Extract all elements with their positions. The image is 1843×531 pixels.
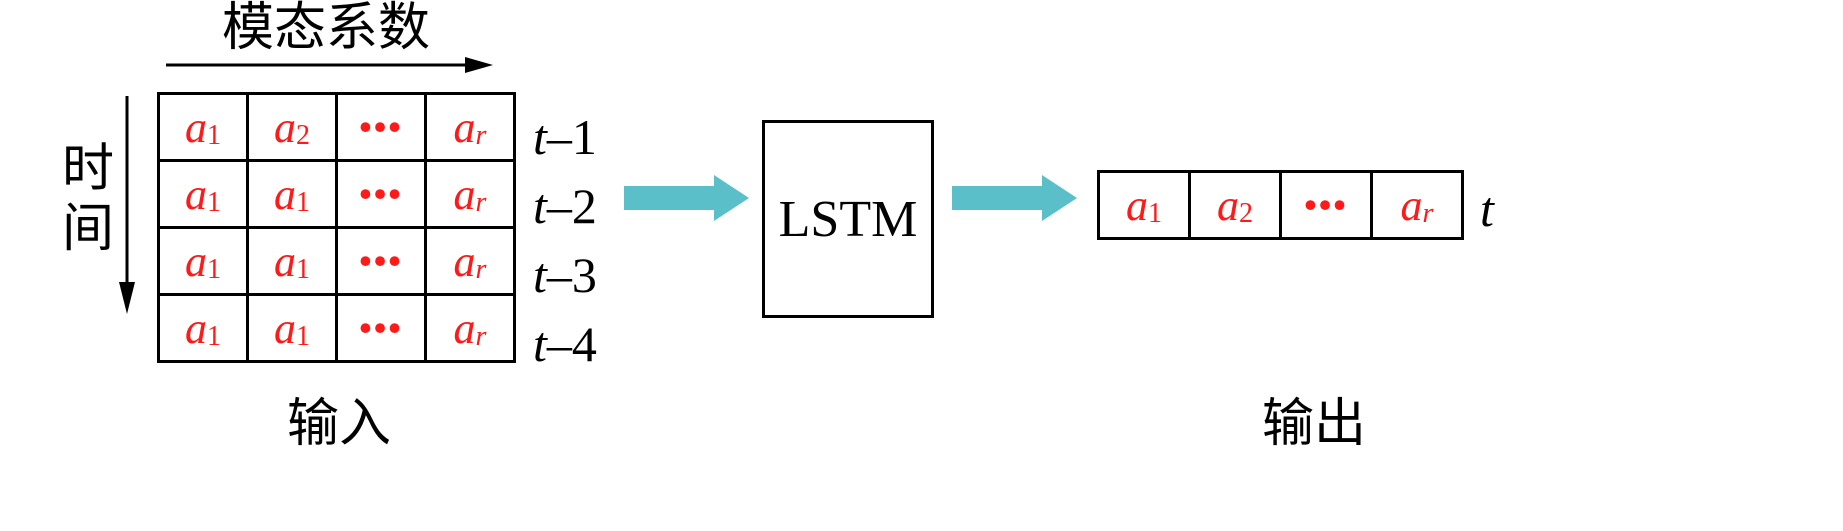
- vertical-axis-arrow: [119, 96, 135, 314]
- coefficient-cell: a2: [246, 92, 338, 162]
- coefficient-cell: ar: [424, 293, 516, 363]
- coefficient-cell: a1: [246, 293, 338, 363]
- coefficient-cell: a1: [157, 92, 249, 162]
- coefficient-cell: a1: [246, 159, 338, 229]
- coefficient-cell: a1: [1097, 170, 1191, 240]
- coefficient-cell: a1: [157, 159, 249, 229]
- ellipsis-cell: •••: [335, 293, 427, 363]
- coefficient-cell: a1: [246, 226, 338, 296]
- lstm-label: LSTM: [778, 190, 918, 248]
- time-step-label: t–3: [533, 247, 597, 303]
- coefficient-cell: ar: [424, 226, 516, 296]
- input-label: 输入: [287, 394, 392, 454]
- time-label-char-1: 时: [61, 139, 114, 199]
- input-to-lstm-arrow: [624, 175, 749, 221]
- time-step-label: t–1: [533, 109, 597, 165]
- coefficient-cell: a2: [1188, 170, 1282, 240]
- time-label-char-2: 间: [61, 198, 114, 259]
- coefficient-cell: ar: [424, 92, 516, 162]
- time-step-label: t–4: [533, 316, 597, 372]
- ellipsis-cell: •••: [335, 159, 427, 229]
- lstm-to-output-arrow: [952, 175, 1077, 221]
- ellipsis-cell: •••: [1279, 170, 1373, 240]
- time-label: 时 间: [58, 139, 118, 260]
- coefficient-cell: a1: [157, 293, 249, 363]
- time-step-label: t–2: [533, 178, 597, 234]
- coefficient-cell: a1: [157, 226, 249, 296]
- coefficient-cell: ar: [1370, 170, 1464, 240]
- coefficient-cell: ar: [424, 159, 516, 229]
- output-time-label: t: [1480, 181, 1494, 237]
- ellipsis-cell: •••: [335, 92, 427, 162]
- horizontal-axis-arrow: [166, 57, 493, 73]
- ellipsis-cell: •••: [335, 226, 427, 296]
- output-label: 输出: [1262, 394, 1367, 454]
- lstm-box: LSTM: [762, 120, 934, 318]
- modal-coefficient-label: 模态系数: [222, 0, 431, 58]
